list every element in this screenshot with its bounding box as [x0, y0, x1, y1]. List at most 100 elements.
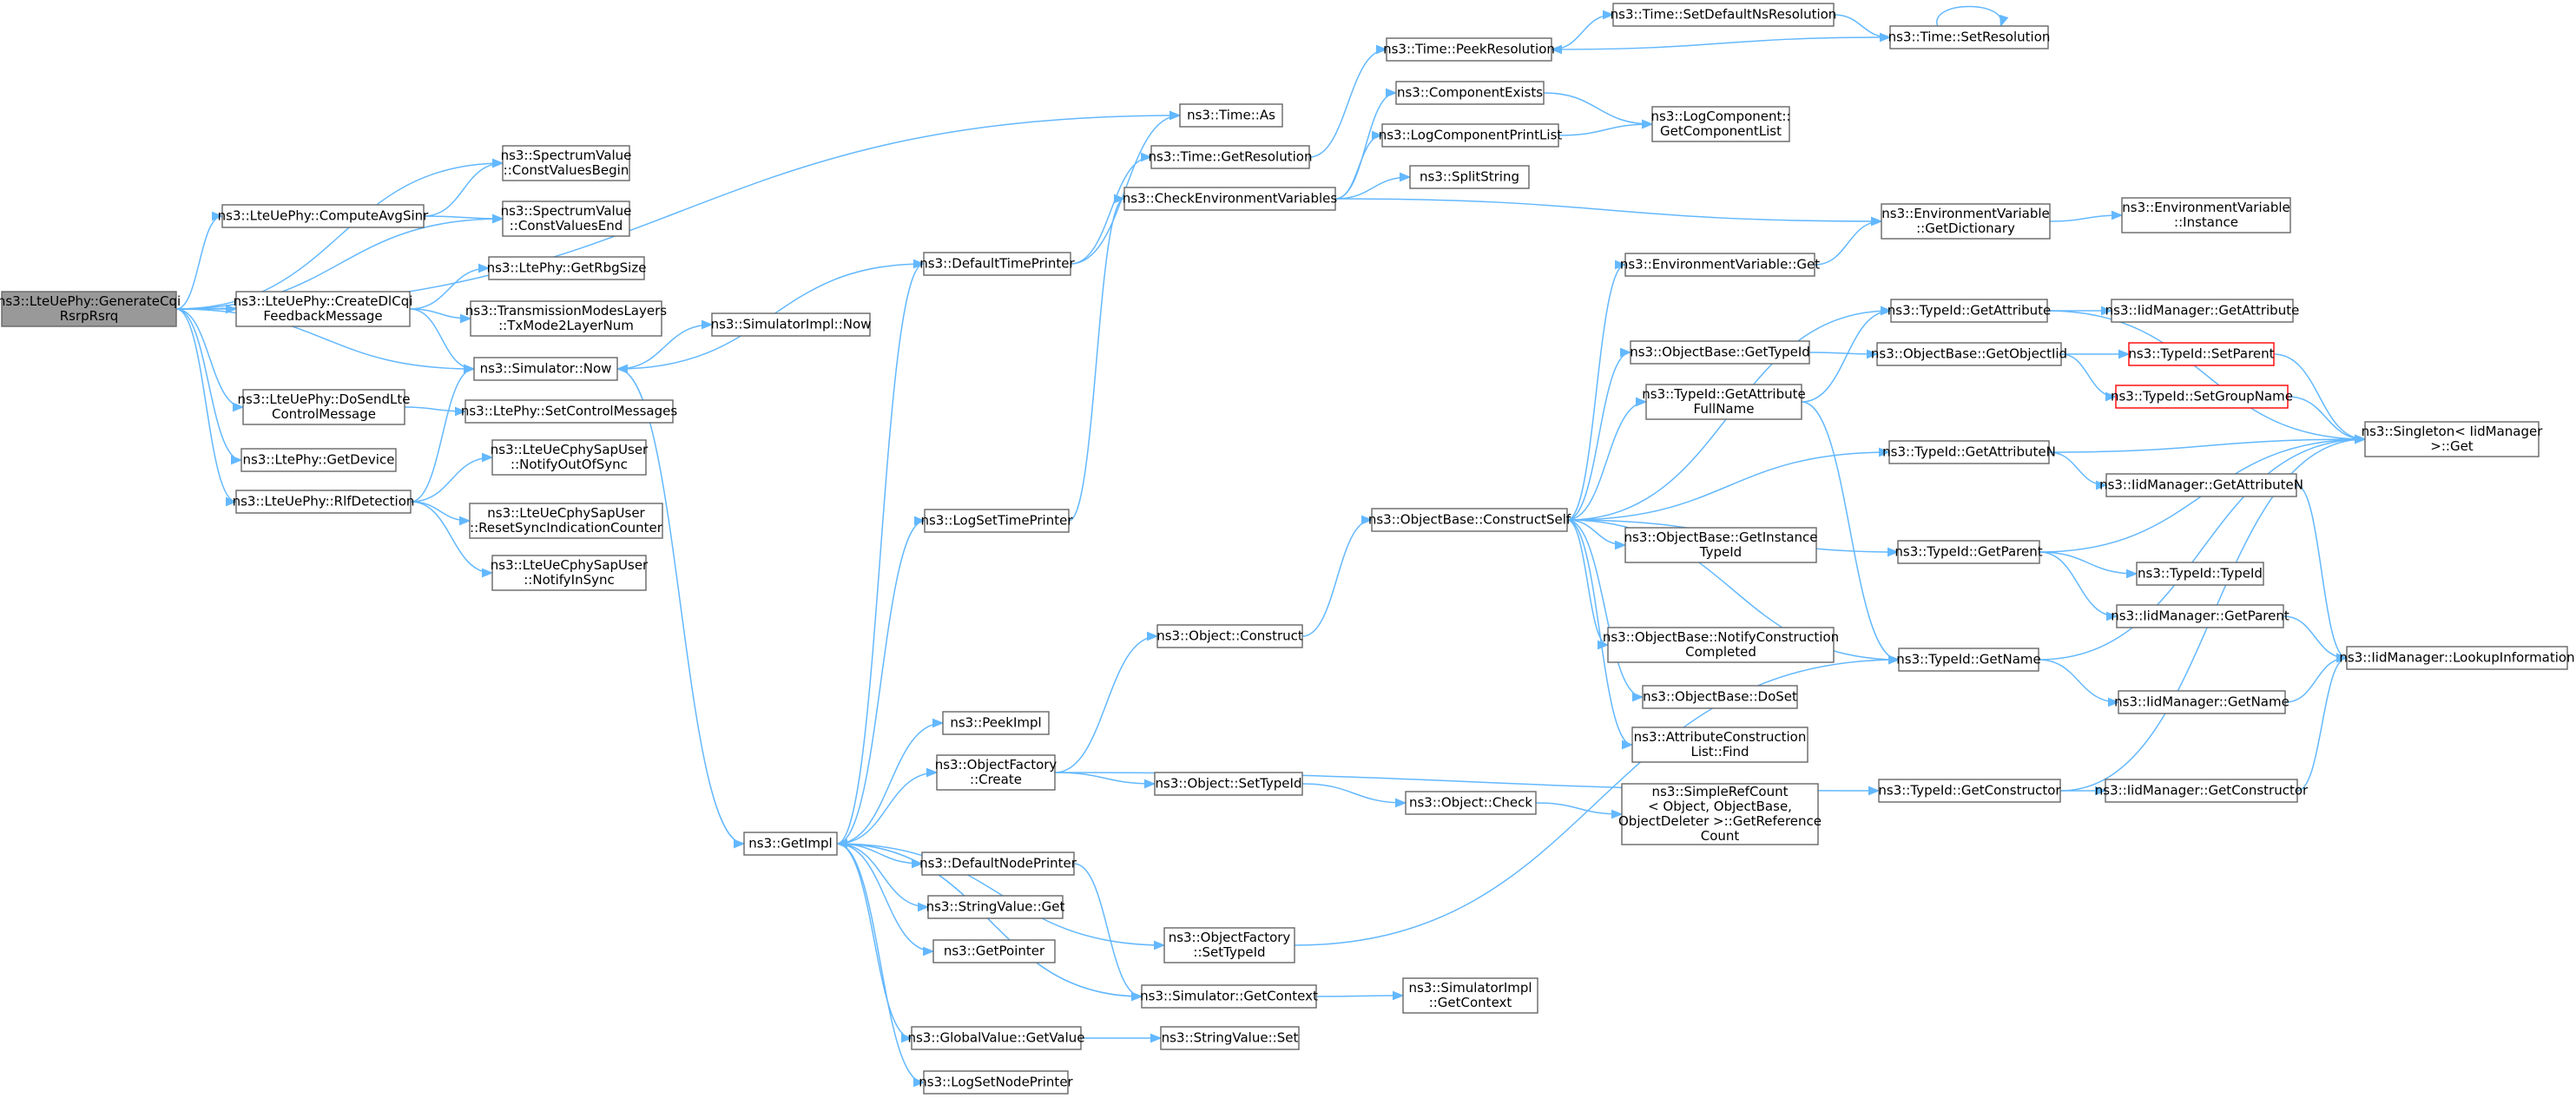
node-tidGetAttribute[interactable]: ns3::TypeId::GetAttribute: [1888, 299, 2051, 323]
node-obGetObjectIid[interactable]: ns3::ObjectBase::GetObjectIid: [1871, 342, 2067, 366]
edge-line: [2283, 615, 2349, 663]
node-notifyInSync[interactable]: ns3::LteUeCphySapUser::NotifyInSync: [491, 555, 649, 591]
edge-line: [1551, 10, 1615, 50]
node-objCheck[interactable]: ns3::Object::Check: [1405, 791, 1537, 815]
node-peekImpl[interactable]: ns3::PeekImpl: [942, 711, 1050, 735]
node-tidGetName[interactable]: ns3::TypeId::GetName: [1896, 648, 2041, 672]
node-label: ns3::IidManager::GetAttributeN: [2099, 477, 2303, 493]
edge-checkEnvVars-to-logComponentPrintList: [1334, 130, 1384, 200]
node-singletonGet[interactable]: ns3::Singleton< IidManager>::Get: [2362, 421, 2544, 457]
node-iidGetName[interactable]: ns3::IidManager::GetName: [2114, 690, 2289, 714]
node-iidGetParent[interactable]: ns3::IidManager::GetParent: [2111, 604, 2289, 628]
node-svBegin[interactable]: ns3::SpectrumValue::ConstValuesBegin: [501, 145, 632, 181]
node-label: >::Get: [2430, 438, 2474, 454]
node-envVarGet[interactable]: ns3::EnvironmentVariable::Get: [1620, 253, 1820, 277]
node-obNotifyConstruction[interactable]: ns3::ObjectBase::NotifyConstructionCompl…: [1603, 627, 1839, 663]
node-simGetContext[interactable]: ns3::Simulator::GetContext: [1140, 984, 1318, 1009]
node-ofCreate[interactable]: ns3::ObjectFactory::Create: [935, 754, 1057, 791]
edge-getImpl-to-stringValueGet: [836, 843, 930, 912]
node-label: FeedbackMessage: [263, 308, 382, 324]
node-defaultTimePrinter[interactable]: ns3::DefaultTimePrinter: [919, 252, 1076, 276]
node-objConstruct[interactable]: ns3::Object::Construct: [1156, 624, 1303, 648]
node-label: ns3::Time::PeekResolution: [1383, 42, 1555, 57]
node-getPointer[interactable]: ns3::GetPointer: [932, 939, 1056, 963]
node-tidSetParent[interactable]: ns3::TypeId::SetParent: [2128, 342, 2275, 366]
node-rlfDetection[interactable]: ns3::LteUePhy::RlfDetection: [233, 490, 415, 514]
node-ofSetTypeId[interactable]: ns3::ObjectFactory::SetTypeId: [1163, 927, 1295, 963]
edge-line: [175, 308, 245, 412]
node-envVarGetDict[interactable]: ns3::EnvironmentVariable::GetDictionary: [1881, 203, 2051, 240]
node-label: ::Create: [970, 772, 1022, 787]
node-simImplGetContext[interactable]: ns3::SimulatorImpl::GetContext: [1402, 977, 1538, 1014]
node-resetSync[interactable]: ns3::LteUeCphySapUser::ResetSyncIndicati…: [469, 503, 663, 539]
node-obGetTypeId[interactable]: ns3::ObjectBase::GetTypeId: [1630, 340, 1810, 365]
node-simpleRefCount[interactable]: ns3::SimpleRefCount< Object, ObjectBase,…: [1618, 783, 1822, 845]
node-tidTypeId[interactable]: ns3::TypeId::TypeId: [2136, 562, 2264, 586]
node-stringValueGet[interactable]: ns3::StringValue::Get: [926, 895, 1065, 919]
node-getComponentList[interactable]: ns3::LogComponent::GetComponentList: [1651, 106, 1791, 142]
node-tidGetParent[interactable]: ns3::TypeId::GetParent: [1894, 540, 2043, 564]
edge-tidGetParent-to-tidTypeId: [2039, 551, 2138, 579]
edge-rlfDetection-to-notifyOutOfSync: [410, 452, 494, 503]
node-simImplNow[interactable]: ns3::SimulatorImpl::Now: [711, 312, 872, 337]
node-svEnd[interactable]: ns3::SpectrumValue::ConstValuesEnd: [501, 201, 632, 237]
node-iidGetAttribute[interactable]: ns3::IidManager::GetAttribute: [2105, 299, 2300, 323]
edge-simNow-to-getImpl: [616, 368, 746, 849]
edge-line: [1801, 401, 1901, 665]
node-label: ns3::PeekImpl: [950, 715, 1041, 731]
node-componentExists[interactable]: ns3::ComponentExists: [1395, 81, 1545, 105]
edge-line: [1801, 306, 1893, 403]
node-label: ::NotifyOutOfSync: [511, 457, 628, 472]
node-tidSetGroupName[interactable]: ns3::TypeId::SetGroupName: [2111, 385, 2293, 409]
node-label: List::Find: [1690, 744, 1749, 759]
node-box: [1645, 384, 1802, 420]
node-label: ns3::Singleton< IidManager: [2362, 424, 2544, 439]
node-getResolution[interactable]: ns3::Time::GetResolution: [1149, 145, 1313, 169]
node-computeAvgSinr[interactable]: ns3::LteUePhy::ComputeAvgSinr: [218, 204, 429, 228]
node-setResolution[interactable]: ns3::Time::SetResolution: [1888, 25, 2051, 49]
node-logSetNodePrinter[interactable]: ns3::LogSetNodePrinter: [919, 1070, 1074, 1095]
node-setCtrlMsgs[interactable]: ns3::LtePhy::SetControlMessages: [461, 399, 677, 424]
node-checkEnvVars[interactable]: ns3::CheckEnvironmentVariables: [1123, 187, 1338, 211]
node-timeAs[interactable]: ns3::Time::As: [1179, 103, 1283, 128]
node-box: [473, 357, 618, 381]
node-iidGetConstructor[interactable]: ns3::IidManager::GetConstructor: [2095, 779, 2309, 803]
node-splitString[interactable]: ns3::SplitString: [1409, 165, 1530, 189]
node-getImpl[interactable]: ns3::GetImpl: [743, 832, 838, 856]
node-createDlCqi[interactable]: ns3::LteUePhy::CreateDlCqiFeedbackMessag…: [234, 291, 413, 327]
node-envVarInstance[interactable]: ns3::EnvironmentVariable::Instance: [2121, 197, 2291, 233]
node-peekResolution[interactable]: ns3::Time::PeekResolution: [1383, 37, 1555, 62]
node-simNow[interactable]: ns3::Simulator::Now: [473, 357, 618, 381]
node-box: [470, 300, 662, 337]
edge-root-to-rlfDetection: [175, 308, 238, 507]
node-logSetTimePrinter[interactable]: ns3::LogSetTimePrinter: [920, 509, 1073, 533]
edge-line: [2287, 396, 2367, 444]
node-label: ns3::GetImpl: [748, 836, 832, 851]
node-obDoSet[interactable]: ns3::ObjectBase::DoSet: [1642, 685, 1798, 709]
node-defaultNodePrinter[interactable]: ns3::DefaultNodePrinter: [919, 851, 1077, 876]
node-gvGetValue[interactable]: ns3::GlobalValue::GetValue: [907, 1026, 1085, 1050]
node-tidGetConstructor[interactable]: ns3::TypeId::GetConstructor: [1878, 779, 2061, 803]
edge-line: [1301, 515, 1374, 637]
node-txMode2Layer[interactable]: ns3::TransmissionModesLayers::TxMode2Lay…: [465, 300, 667, 337]
node-getRbgSize[interactable]: ns3::LtePhy::GetRbgSize: [487, 256, 647, 280]
node-label: ns3::Simulator::Now: [480, 361, 612, 377]
edge-setResolution-to-setResolution: [1936, 5, 2009, 28]
node-iidLookup[interactable]: ns3::IidManager::LookupInformation: [2339, 646, 2575, 670]
node-objSetTypeId[interactable]: ns3::Object::SetTypeId: [1154, 772, 1303, 796]
node-label: ::NotifyInSync: [524, 572, 615, 588]
node-box: [1612, 3, 1835, 27]
node-setDefaultNsRes[interactable]: ns3::Time::SetDefaultNsResolution: [1611, 3, 1837, 27]
node-tidGetAttributeN[interactable]: ns3::TypeId::GetAttributeN: [1882, 440, 2056, 464]
node-getDevice[interactable]: ns3::LtePhy::GetDevice: [240, 448, 397, 472]
node-iidGetAttributeN[interactable]: ns3::IidManager::GetAttributeN: [2099, 473, 2303, 497]
node-obConstructSelf[interactable]: ns3::ObjectBase::ConstructSelf: [1368, 508, 1571, 532]
node-logComponentPrintList[interactable]: ns3::LogComponentPrintList: [1379, 123, 1563, 148]
node-stringValueSet[interactable]: ns3::StringValue::Set: [1160, 1026, 1300, 1050]
node-notifyOutOfSync[interactable]: ns3::LteUeCphySapUser::NotifyOutOfSync: [491, 439, 649, 476]
